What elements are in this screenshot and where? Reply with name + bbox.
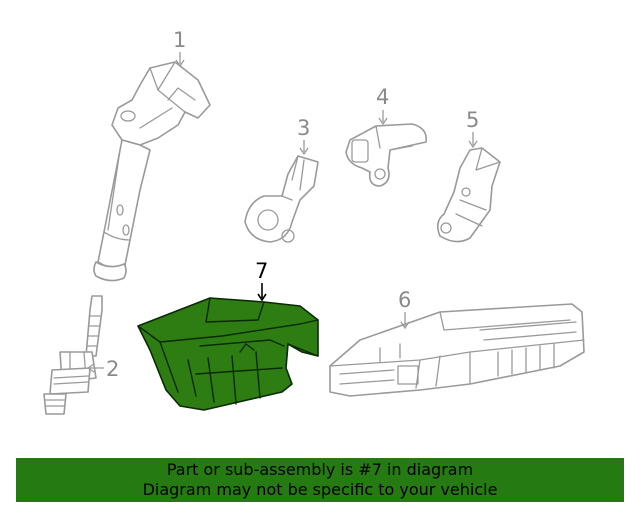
ignition-coil-part[interactable] — [93, 61, 211, 282]
engine-control-module-part[interactable] — [329, 303, 585, 397]
spark-plug-part[interactable] — [43, 295, 103, 415]
callout-3: 3 — [297, 116, 310, 140]
callout-2: 2 — [106, 357, 119, 381]
leader-5-arrow — [468, 140, 478, 149]
leader-1-arrow — [175, 59, 185, 68]
callout-7: 7 — [255, 259, 268, 283]
pressure-sensor-part[interactable] — [436, 147, 501, 243]
callout-6: 6 — [398, 288, 411, 312]
leader-2-arrow — [86, 363, 95, 373]
banner-line-part: Part or sub-assembly is #7 in diagram — [166, 460, 474, 479]
parts-diagram: 1 2 3 4 5 — [43, 28, 585, 415]
cam-position-sensor-part[interactable] — [345, 123, 428, 187]
leader-6-arrow — [400, 321, 410, 330]
callout-5: 5 — [466, 108, 479, 132]
callout-4: 4 — [376, 85, 389, 109]
banner-line-disclaimer: Diagram may not be specific to your vehi… — [142, 480, 498, 499]
leader-3-arrow — [299, 147, 309, 156]
bracket-part-highlighted[interactable] — [137, 297, 319, 411]
leader-4-arrow — [378, 117, 388, 126]
leader-7-arrow — [257, 293, 267, 302]
highlight-banner: Part or sub-assembly is #7 in diagram Di… — [16, 458, 624, 502]
knock-sensor-part[interactable] — [244, 155, 319, 243]
callout-1: 1 — [173, 28, 186, 52]
